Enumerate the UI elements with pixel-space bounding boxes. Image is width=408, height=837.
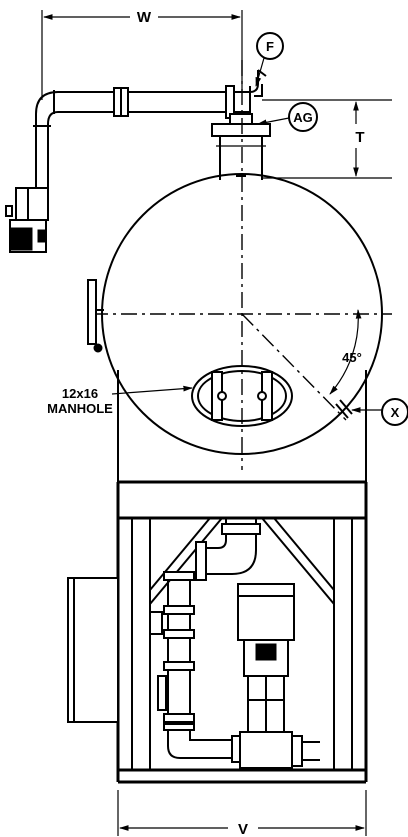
manhole-label-line2: MANHOLE	[47, 401, 113, 416]
top-nozzle	[211, 113, 271, 180]
top-piping	[33, 69, 267, 190]
angle-label: 45°	[342, 350, 362, 365]
callout-f: F	[255, 32, 284, 87]
manhole-label-line1: 12x16	[62, 386, 98, 401]
tank: 45°	[92, 60, 392, 470]
sight-gauge	[87, 279, 104, 353]
callout-x-label: X	[391, 405, 400, 420]
callout-f-label: F	[266, 39, 274, 54]
dimension-t: T	[262, 99, 392, 179]
dimension-t-label: T	[355, 129, 364, 146]
callout-ag: AG	[257, 102, 318, 132]
dimension-v: V	[117, 790, 367, 837]
side-motor	[5, 187, 49, 253]
manhole	[191, 365, 293, 427]
pump-piping	[149, 518, 261, 763]
callout-x: X	[335, 398, 408, 426]
dimension-v-label: V	[238, 821, 248, 837]
callout-ag-label: AG	[293, 110, 313, 125]
control-panel	[67, 577, 119, 723]
manhole-callout: 12x16 MANHOLE	[47, 385, 193, 416]
pump	[237, 583, 320, 769]
dimension-w: W	[41, 9, 243, 100]
dimension-w-label: W	[137, 9, 152, 26]
support-frame	[116, 370, 368, 784]
